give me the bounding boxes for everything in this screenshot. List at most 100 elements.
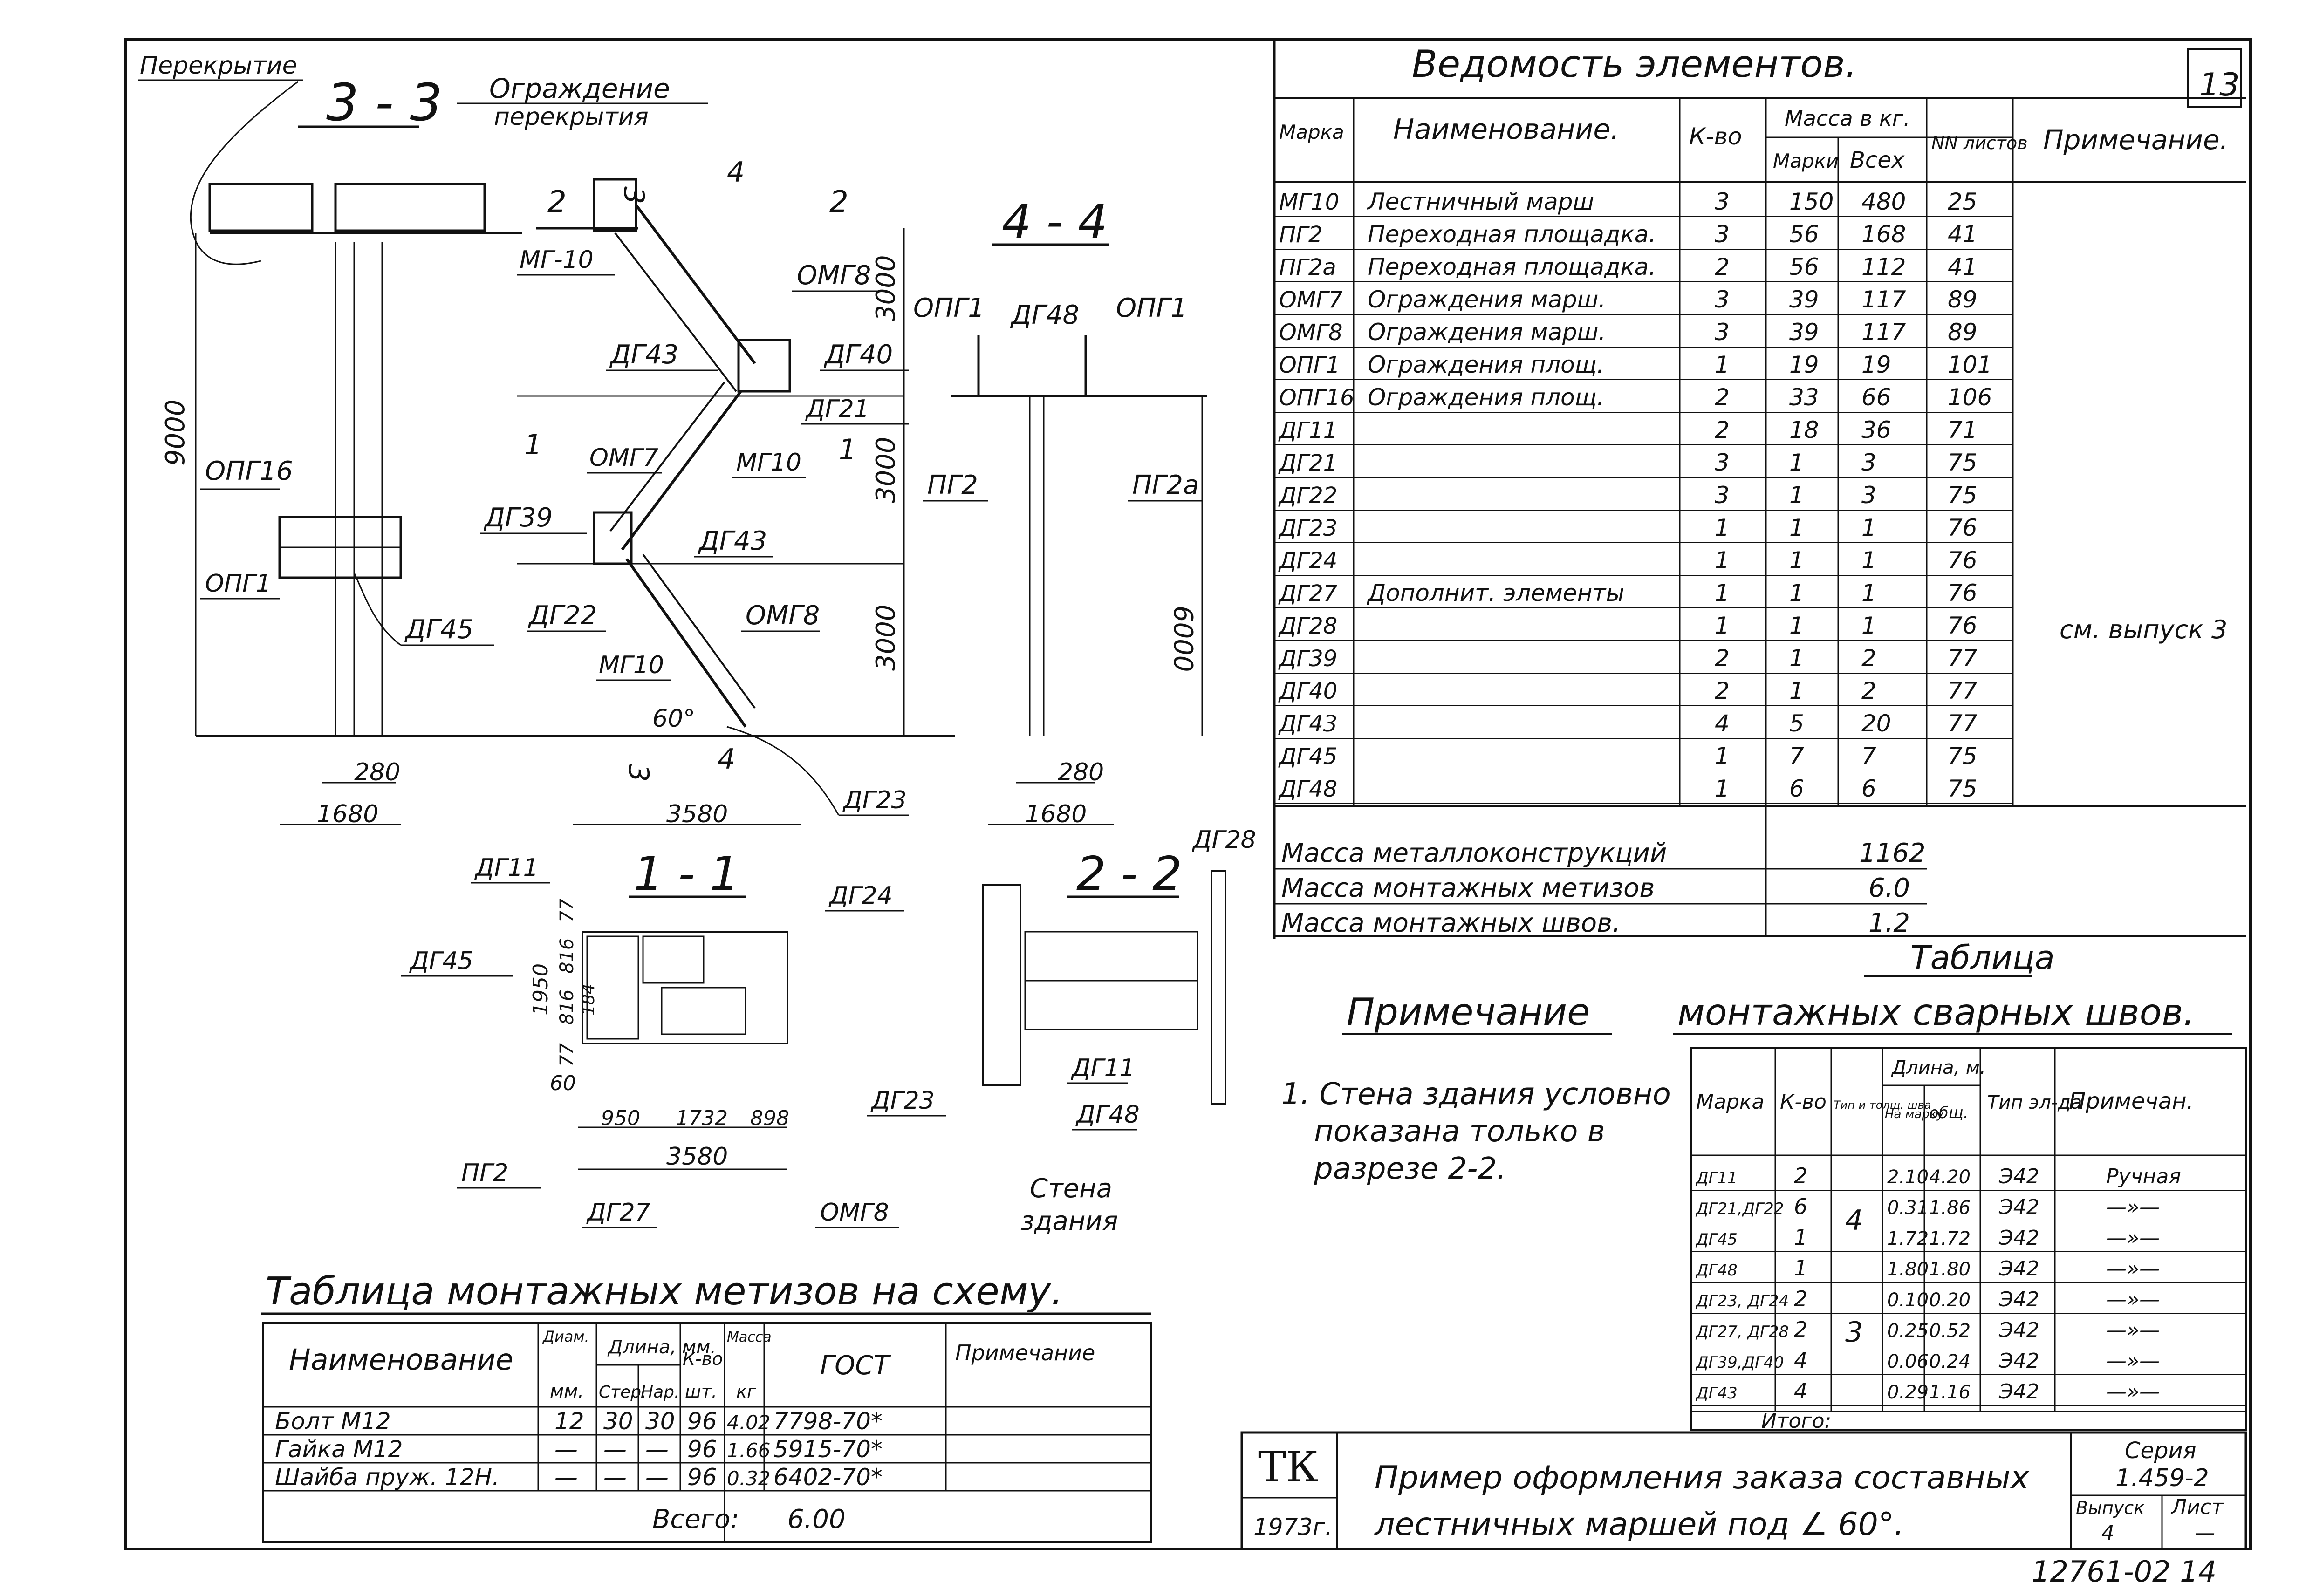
total-label-3: Масса монтажных швов. bbox=[1281, 908, 1621, 938]
cut-4-bottom: 4 bbox=[718, 743, 735, 776]
metizy-hdr-diam: Диам. bbox=[542, 1328, 589, 1345]
dg23-label-elev: ДГ23 bbox=[842, 786, 907, 814]
pg2-label-11: ПГ2 bbox=[461, 1159, 508, 1187]
dg43-label-b: ДГ43 bbox=[698, 526, 767, 556]
ved-row-mass-all: 1 bbox=[1861, 612, 1876, 639]
welds-total-label: Итого: bbox=[1761, 1409, 1831, 1433]
ved-row-mass-one: 1 bbox=[1789, 449, 1804, 476]
stamp-org: ТК bbox=[1258, 1443, 1319, 1492]
dim-3000-b: 3000 bbox=[871, 437, 901, 503]
ved-row-mass-one: 1 bbox=[1789, 547, 1804, 574]
ved-row-mass-one: 33 bbox=[1789, 384, 1819, 411]
dg45-label-11: ДГ45 bbox=[409, 947, 473, 975]
weld-row-marka: ДГ43 bbox=[1695, 1384, 1738, 1403]
section-2-2: 2 - 2 ДГ28 ДГ11 ДГ48 Стена здания bbox=[982, 826, 1256, 1236]
metizy-hdr-name: Наименование bbox=[289, 1343, 513, 1377]
dim-1680-33: 1680 bbox=[317, 800, 378, 828]
ved-row-marka: ОПГ16 bbox=[1279, 385, 1355, 411]
section-1-1: 1 - 1 ДГ11 ДГ24 ДГ45 77 816 1950 816 184… bbox=[401, 846, 946, 1228]
ved-row-mass-all: 168 bbox=[1861, 221, 1906, 248]
hdr-mass-all: Всех bbox=[1850, 147, 1905, 173]
metiz-row-diam: — bbox=[554, 1436, 578, 1463]
weld-row-marka: ДГ45 bbox=[1695, 1230, 1738, 1249]
dim-1950: 1950 bbox=[529, 963, 553, 1016]
dg39-label: ДГ39 bbox=[483, 503, 553, 533]
ved-row-name: Ограждения площ. bbox=[1368, 351, 1604, 378]
stamp-series: 1.459-2 bbox=[2115, 1464, 2209, 1492]
ved-row-sheet: 101 bbox=[1948, 351, 1992, 378]
ved-row-name: Переходная площадка. bbox=[1368, 253, 1656, 280]
ved-row-name: Дополнит. элементы bbox=[1367, 580, 1624, 607]
ved-row-sheet: 75 bbox=[1948, 743, 1978, 770]
weld-row-el: Э42 bbox=[1998, 1195, 2039, 1219]
stair-elevation: 3 4 2 2 МГ-10 ОМГ8 ДГ43 ДГ40 ДГ21 1 ОМГ7… bbox=[480, 156, 909, 828]
weld-row-len1: 1.72 bbox=[1887, 1228, 1929, 1249]
wall-label-2: здания bbox=[1020, 1206, 1118, 1236]
hdr-note: Примечание. bbox=[2043, 124, 2228, 156]
ved-row-marka: ПГ2 bbox=[1279, 222, 1322, 248]
ved-row-sheet: 41 bbox=[1948, 221, 1978, 248]
ved-row-mass-one: 18 bbox=[1789, 416, 1819, 443]
ved-row-mass-all: 117 bbox=[1861, 286, 1906, 313]
dim-9000: 9000 bbox=[160, 399, 191, 466]
metizy-table: Таблица монтажных метизов на схему. Наим… bbox=[261, 1269, 1152, 1543]
stamp-vyp: 4 bbox=[2101, 1521, 2114, 1545]
ved-row-qty: 3 bbox=[1715, 286, 1730, 313]
metiz-row-name: Шайба пруж. 12Н. bbox=[275, 1464, 500, 1491]
ved-row-marka: ПГ2а bbox=[1279, 254, 1336, 280]
ved-row-name: Лестничный марш bbox=[1367, 188, 1594, 215]
dg43-label-a: ДГ43 bbox=[609, 340, 678, 370]
opg1-label-44b: ОПГ1 bbox=[1116, 293, 1187, 323]
welds-hdr-len2: общ. bbox=[1929, 1104, 1969, 1122]
metiz-row-diam: — bbox=[554, 1464, 578, 1491]
metiz-row-mass: 4.02 bbox=[727, 1411, 771, 1434]
metizy-hdr-qty-unit: шт. bbox=[685, 1381, 717, 1402]
ved-row-sheet: 76 bbox=[1948, 580, 1978, 607]
ved-row-name: Ограждения площ. bbox=[1368, 384, 1604, 411]
dg24-label-11: ДГ24 bbox=[828, 882, 893, 910]
ved-row-mass-all: 480 bbox=[1861, 188, 1906, 215]
stamp-year: 1973г. bbox=[1253, 1514, 1332, 1541]
omg8-label-11: ОМГ8 bbox=[820, 1199, 889, 1227]
metiz-row-name: Гайка М12 bbox=[275, 1436, 403, 1463]
cut-1-right: 1 bbox=[839, 433, 856, 466]
weld-type-3: 3 bbox=[1845, 1316, 1863, 1349]
stamp-series-label: Серия bbox=[2125, 1438, 2197, 1464]
ved-row-sheet: 25 bbox=[1948, 188, 1978, 215]
ograzhdenie-label-2: перекрытия bbox=[494, 103, 649, 131]
metiz-row-qty: 96 bbox=[687, 1436, 717, 1463]
ved-row-marka: ДГ23 bbox=[1278, 515, 1337, 541]
hdr-mass: Масса в кг. bbox=[1785, 106, 1910, 131]
ved-row-sheet: 77 bbox=[1948, 710, 1978, 737]
metizy-hdr-note: Примечание bbox=[955, 1340, 1095, 1365]
angle-60-label: 60° bbox=[652, 705, 695, 733]
dim-60: 60 bbox=[550, 1071, 576, 1095]
ved-row-sheet: 76 bbox=[1948, 514, 1978, 541]
metiz-row-gost: 5915-70* bbox=[773, 1436, 883, 1463]
dim-6000: 6000 bbox=[1168, 606, 1198, 672]
dg48-label-22: ДГ48 bbox=[1075, 1101, 1140, 1129]
ved-row-marka: ДГ39 bbox=[1278, 646, 1337, 672]
ved-row-sheet: 75 bbox=[1948, 775, 1978, 802]
weld-row-len1: 2.10 bbox=[1887, 1166, 1929, 1188]
opg1-label-33: ОПГ1 bbox=[205, 570, 271, 598]
weld-row-el: Э42 bbox=[1998, 1349, 2039, 1373]
omg8-label-b: ОМГ8 bbox=[746, 600, 820, 631]
weld-row-qty: 2 bbox=[1794, 1163, 1807, 1188]
weld-row-qty: 4 bbox=[1794, 1348, 1807, 1373]
dg27-label-11: ДГ27 bbox=[586, 1199, 650, 1227]
ved-row-marka: ДГ11 bbox=[1278, 417, 1337, 443]
section-3-3: Перекрытие 3 - 3 Ограждение перекрытия 9… bbox=[138, 52, 955, 828]
total-value-1: 1162 bbox=[1859, 838, 1926, 868]
welds-table: Таблица монтажных сварных швов. Марка К-… bbox=[1673, 939, 2247, 1433]
ved-row-qty: 3 bbox=[1715, 319, 1730, 346]
stamp-list: — bbox=[2195, 1521, 2215, 1545]
metizy-total-label: Всего: bbox=[652, 1504, 739, 1535]
section-2-2-title: 2 - 2 bbox=[1076, 846, 1182, 901]
ved-row-name: Ограждения марш. bbox=[1368, 319, 1606, 346]
welds-hdr-len1: На марку bbox=[1885, 1107, 1944, 1121]
weld-row-el: Э42 bbox=[1998, 1226, 2039, 1250]
weld-row-note: —»— bbox=[2106, 1380, 2160, 1404]
weld-row-len1: 0.06 bbox=[1887, 1351, 1929, 1372]
